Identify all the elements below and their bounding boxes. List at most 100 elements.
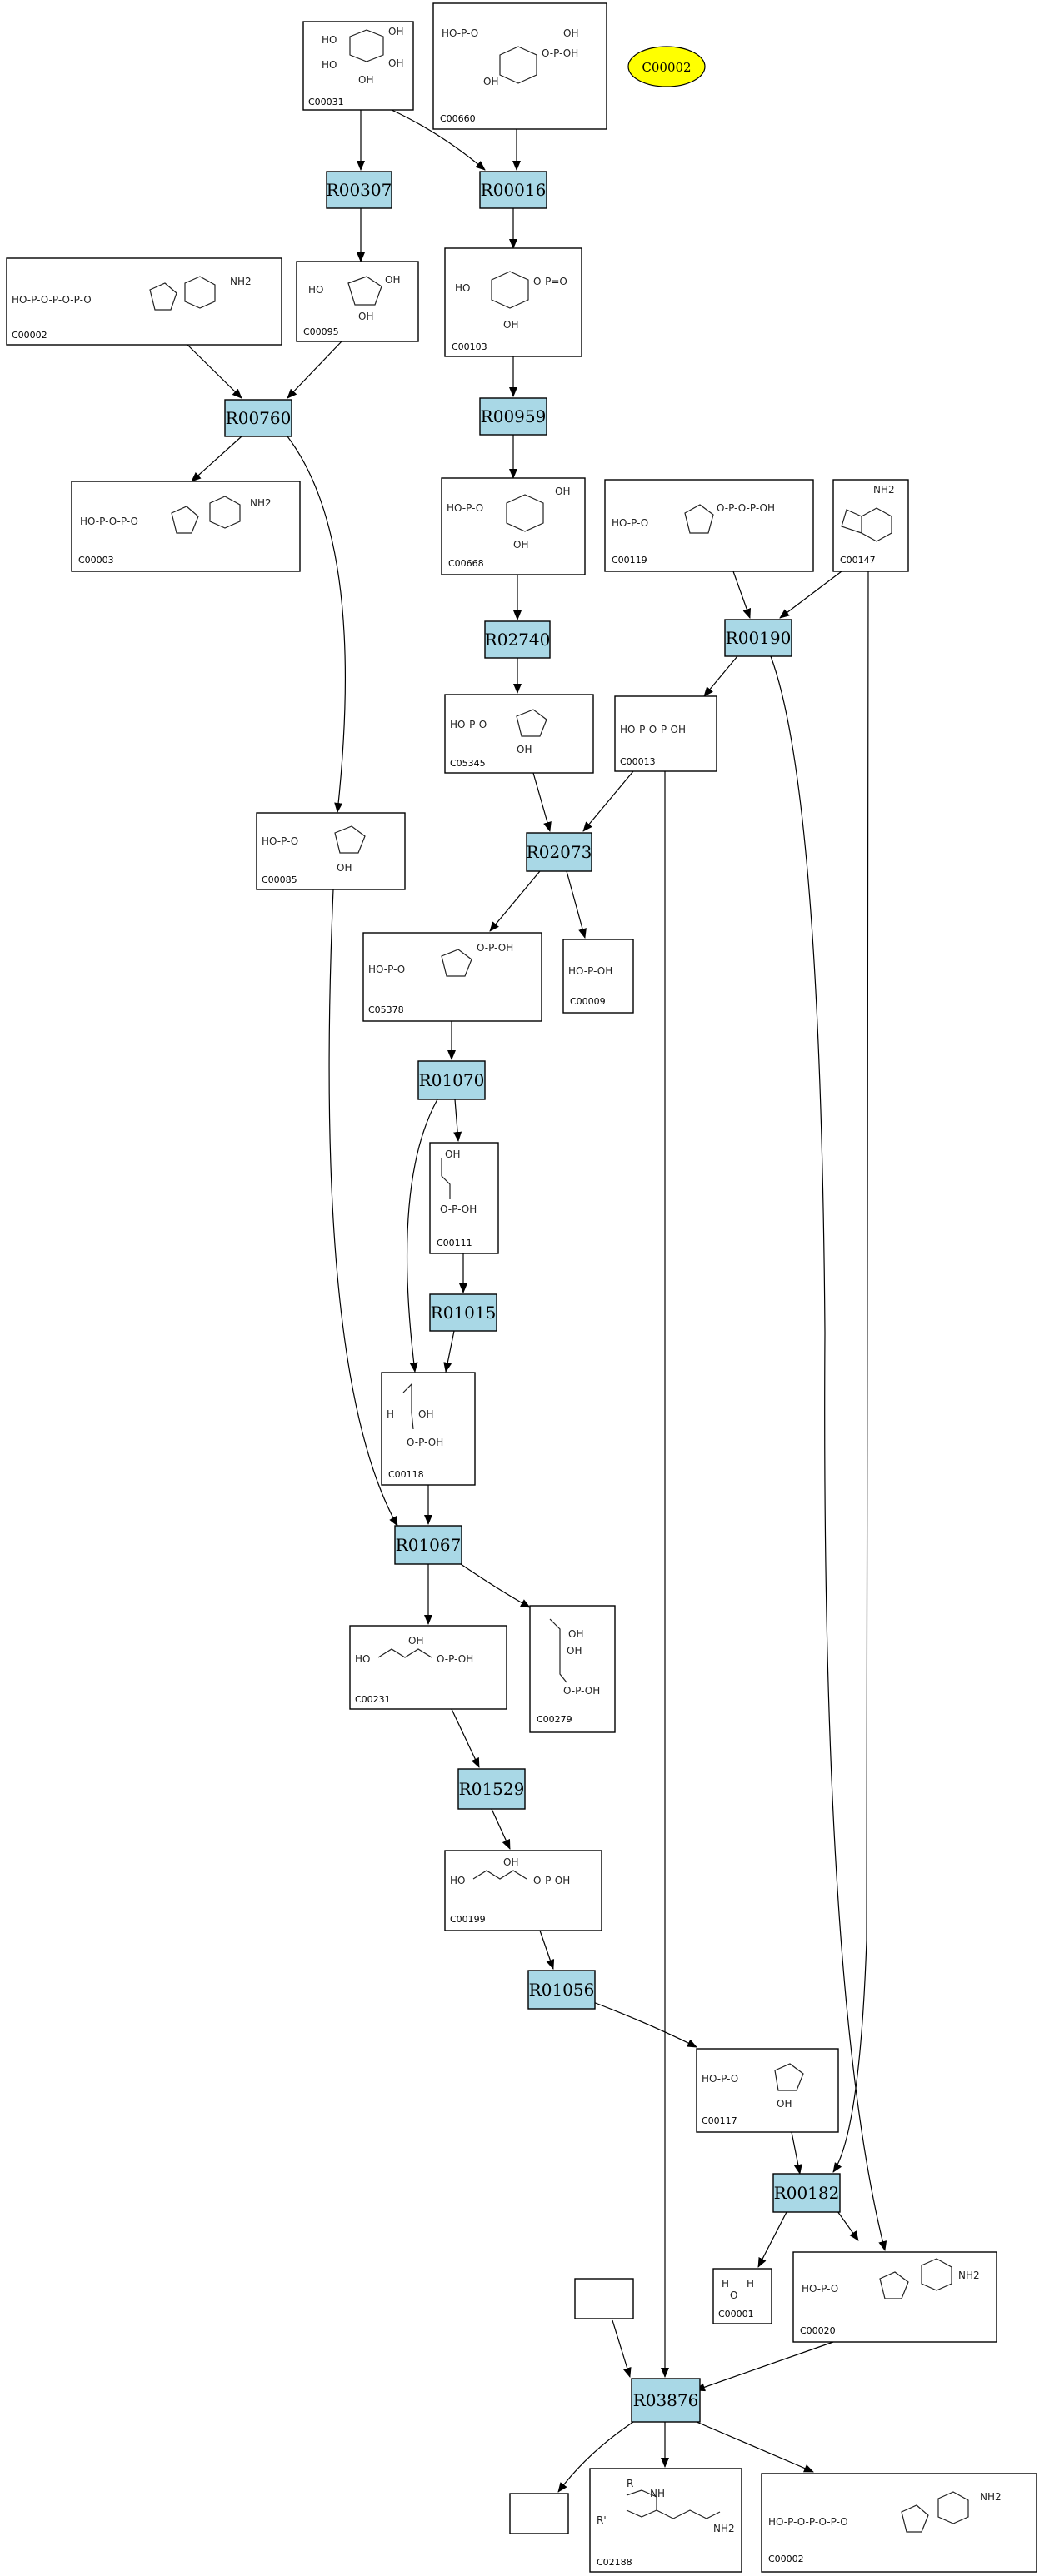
edge-R03876-empty: [557, 2421, 634, 2493]
reaction-R00016[interactable]: R00016: [479, 171, 547, 209]
svg-text:O-P-OH: O-P-OH: [407, 1437, 443, 1448]
reaction-R00760[interactable]: R00760: [224, 399, 292, 437]
reaction-R03876[interactable]: R03876: [631, 2378, 701, 2423]
reaction-R02740[interactable]: R02740: [484, 620, 551, 659]
edge-C00147-R00190: [779, 571, 842, 619]
svg-text:HO-P-O: HO-P-O: [702, 2073, 738, 2085]
compound-C00279[interactable]: OH OH O-P-OH C00279: [529, 1605, 616, 1733]
structure-C05378: HO-P-O O-P-OH: [368, 942, 513, 977]
reaction-R00190[interactable]: R00190: [724, 619, 792, 657]
edge-C00095-R00760: [287, 341, 342, 399]
reaction-R01067[interactable]: R01067: [394, 1525, 462, 1565]
edge-C00231-R01529: [451, 1708, 480, 1768]
compound-C00199[interactable]: HO OH O-P-OH C00199: [444, 1850, 602, 1931]
svg-text:HO-P-O: HO-P-O: [612, 517, 648, 529]
compound-id: C00085: [262, 874, 297, 885]
compound-C00031[interactable]: HO OH HO OH OH C00031: [302, 21, 414, 111]
svg-text:R00760: R00760: [226, 408, 292, 428]
svg-text:OH: OH: [513, 539, 528, 551]
structure-C00660: HO-P-O OH O-P-OH OH: [442, 27, 578, 87]
svg-text:R01067: R01067: [396, 1535, 462, 1555]
edge-C00002-R00760: [187, 344, 242, 399]
compound-id: C05345: [450, 758, 486, 769]
compound-C05345[interactable]: HO-P-O OH C05345: [444, 694, 594, 774]
compound-C00009[interactable]: HO-P-OH C00009: [562, 939, 634, 1014]
compound-id: C00119: [612, 555, 647, 566]
reaction-R01070[interactable]: R01070: [417, 1060, 486, 1100]
structure-C00020: HO-P-O NH2: [802, 2258, 980, 2299]
edge-R01067-C00279: [460, 1563, 531, 1608]
edge-C00117-R00182: [791, 2131, 802, 2175]
structure-C00095: HO OH OH: [308, 274, 400, 322]
compound-C00020[interactable]: HO-P-O NH2 C00020: [792, 2251, 997, 2343]
svg-text:HO-P-O-P-OH: HO-P-O-P-OH: [620, 724, 686, 735]
highlight-compound-oval[interactable]: C00002: [627, 46, 706, 87]
svg-text:C00002: C00002: [642, 60, 691, 75]
svg-text:OH: OH: [563, 27, 578, 39]
compound-C02188[interactable]: R NH R' NH2 C02188: [589, 2468, 742, 2573]
edge-C00199-R01056: [539, 1930, 555, 1970]
reaction-R00182[interactable]: R00182: [772, 2173, 841, 2213]
svg-text:O-P-OH: O-P-OH: [440, 1203, 477, 1215]
compound-C00013[interactable]: HO-P-O-P-OH C00013: [614, 695, 717, 772]
svg-text:HO-P-O: HO-P-O: [450, 719, 487, 730]
compound-C05378[interactable]: HO-P-O O-P-OH C05378: [362, 932, 542, 1022]
empty-compound-box-input[interactable]: [574, 2278, 634, 2319]
compound-C00668[interactable]: HO-P-O OH OH C00668: [441, 477, 586, 575]
svg-text:HO-P-O: HO-P-O: [802, 2283, 838, 2294]
svg-text:O-P=O: O-P=O: [533, 276, 567, 287]
structure-C00085: HO-P-O OH: [262, 825, 366, 874]
svg-text:HO-P-O: HO-P-O: [442, 27, 478, 39]
compound-C00117[interactable]: HO-P-O OH C00117: [696, 2048, 839, 2133]
compound-C00003[interactable]: HO-P-O-P-O NH2 C00003: [71, 481, 301, 572]
svg-text:OH: OH: [503, 1856, 518, 1868]
reaction-R01056[interactable]: R01056: [527, 1970, 596, 2010]
empty-compound-box-output[interactable]: [509, 2493, 569, 2534]
structure-C02188: R NH R' NH2: [597, 2478, 735, 2534]
compound-id: C00117: [702, 2115, 737, 2126]
structure-C00231: HO OH O-P-OH: [355, 1635, 473, 1665]
edge-R02073-C00009: [566, 870, 587, 939]
compound-C00231[interactable]: HO OH O-P-OH C00231: [349, 1625, 507, 1710]
structure-C00118: H OH O-P-OH: [387, 1383, 443, 1448]
compound-C00001[interactable]: H O H C00001: [712, 2268, 772, 2324]
edge-C00119-R00190: [732, 571, 752, 619]
compound-id: C00013: [620, 756, 656, 767]
compound-C00095[interactable]: HO OH OH C00095: [296, 261, 419, 342]
edge-C00031-R00016: [391, 109, 486, 171]
compound-id: C00031: [308, 97, 344, 107]
svg-text:HO: HO: [355, 1653, 370, 1665]
compound-C00085[interactable]: HO-P-O OH C00085: [256, 812, 406, 890]
structure-C00031: HO OH HO OH OH: [322, 26, 403, 86]
compound-id: C00003: [78, 555, 114, 566]
compound-id: C00118: [388, 1469, 424, 1480]
edge-R01070-C00118: [406, 1099, 438, 1373]
edge-C00013-R02073: [582, 770, 634, 832]
svg-text:OH: OH: [503, 319, 518, 331]
compound-id: C00095: [303, 326, 339, 337]
edge-R03876-C00002: [696, 2421, 814, 2473]
compound-C00002-bottom[interactable]: HO-P-O-P-O-P-O NH2 C00002: [761, 2473, 1037, 2573]
structure-C00117: HO-P-O OH: [702, 2063, 804, 2110]
reaction-R02073[interactable]: R02073: [526, 832, 592, 872]
reaction-R01015[interactable]: R01015: [429, 1293, 497, 1332]
compound-C00111[interactable]: OH O-P-OH C00111: [429, 1142, 499, 1254]
svg-text:OH: OH: [385, 274, 400, 286]
svg-text:HO-P-O-P-O: HO-P-O-P-O: [80, 516, 138, 527]
svg-text:HO: HO: [455, 282, 470, 294]
svg-text:O-P-OH: O-P-OH: [563, 1685, 600, 1697]
compound-C00002[interactable]: HO-P-O-P-O-P-O NH2 C00002: [6, 257, 282, 346]
compound-C00103[interactable]: HO O-P=O OH C00103: [444, 247, 582, 357]
svg-text:OH: OH: [388, 26, 403, 37]
compound-C00119[interactable]: HO-P-O O-P-O-P-OH C00119: [604, 479, 814, 572]
compound-C00660[interactable]: HO-P-O OH O-P-OH OH C00660: [432, 2, 607, 130]
reaction-R01529[interactable]: R01529: [457, 1768, 526, 1810]
reaction-R00307[interactable]: R00307: [326, 171, 392, 209]
svg-text:HO-P-O-P-O-P-O: HO-P-O-P-O-P-O: [12, 294, 92, 306]
reactions: R00307 R00016 R00760 R00959 R02740 R0019…: [224, 171, 841, 2423]
svg-text:OH: OH: [408, 1635, 423, 1647]
edges: [187, 109, 887, 2493]
compound-C00147[interactable]: NH2 C00147: [832, 479, 909, 572]
compound-C00118[interactable]: H OH O-P-OH C00118: [381, 1372, 476, 1486]
reaction-R00959[interactable]: R00959: [479, 397, 547, 436]
